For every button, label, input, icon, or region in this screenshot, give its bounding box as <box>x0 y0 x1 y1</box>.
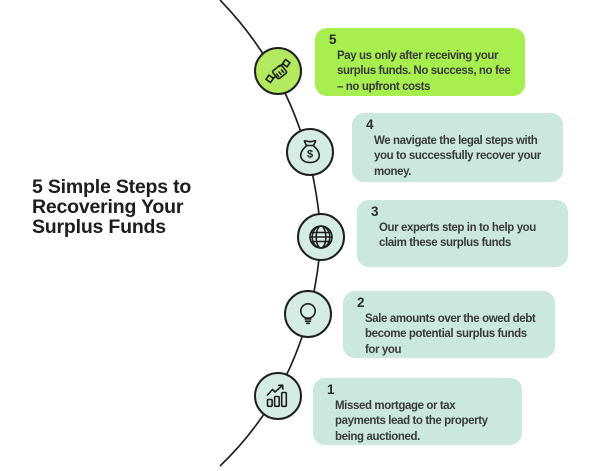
step-2-node <box>284 290 332 338</box>
step-5-text: Pay us only after receiving your surplus… <box>337 49 511 93</box>
globe-icon <box>309 225 333 249</box>
step-2-card: 2 Sale amounts over the owed debt become… <box>343 291 555 358</box>
svg-text:$: $ <box>307 149 313 161</box>
step-1-node <box>254 372 302 420</box>
page-title: 5 Simple Steps to Recovering Your Surplu… <box>32 176 192 239</box>
bar-chart-icon <box>266 384 288 408</box>
step-3-text: Our experts step in to help you claim th… <box>379 221 536 250</box>
step-5-card: 5 Pay us only after receiving your surpl… <box>315 28 525 96</box>
step-1-number: 1 <box>327 382 335 397</box>
step-1-text: Missed mortgage or tax payments lead to … <box>335 399 488 443</box>
step-2-text: Sale amounts over the owed debt become p… <box>365 312 536 356</box>
step-3-number: 3 <box>371 204 379 219</box>
step-4-node: $ <box>286 128 334 176</box>
step-4-card: 4 We navigate the legal steps with you t… <box>352 113 563 182</box>
step-3-card: 3 Our experts step in to help you claim … <box>357 200 568 267</box>
step-2-number: 2 <box>357 295 365 310</box>
money-bag-icon: $ <box>299 139 321 164</box>
step-1-card: 1 Missed mortgage or tax payments lead t… <box>313 378 522 445</box>
lightbulb-icon <box>300 303 316 325</box>
handshake-icon <box>265 58 291 84</box>
step-5-number: 5 <box>329 32 337 47</box>
step-5-node <box>254 47 302 95</box>
step-4-text: We navigate the legal steps with you to … <box>374 134 541 178</box>
step-4-number: 4 <box>366 117 374 132</box>
step-3-node <box>297 213 345 261</box>
